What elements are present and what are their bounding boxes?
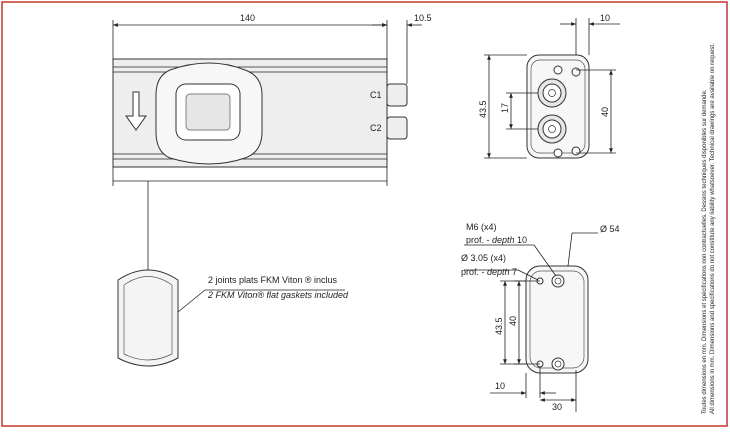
bottom-view: M6 (x4) prof. - depth 10 Ø 3.05 (x4) pro… <box>461 222 620 412</box>
port-c1-label: C1 <box>370 90 382 100</box>
note-circle: Ø 54 <box>600 224 620 234</box>
dim-bottom-40: 40 <box>508 316 518 326</box>
dim-end-height-43-5: 43.5 <box>478 100 488 118</box>
dim-length-140: 140 <box>240 13 255 23</box>
gasket-view: 2 joints plats FKM Viton ® inclus 2 FKM … <box>117 269 349 367</box>
fitting-c1 <box>386 83 408 107</box>
port-c2-label: C2 <box>370 123 382 133</box>
dim-bottom-offset-10: 10 <box>495 381 505 391</box>
dim-bottom-width-30: 30 <box>552 402 562 412</box>
dim-bottom-43-5: 43.5 <box>494 317 504 335</box>
note-thread-depth: prof. - depth 10 <box>466 235 527 245</box>
main-body-view: C1 C2 140 10.5 <box>112 13 432 272</box>
end-view: 10 43.5 17 40 <box>478 13 620 159</box>
side-note-en: All dimensions in mm. Dimensions and spe… <box>710 43 716 414</box>
gasket-note-en: 2 FKM Viton® flat gaskets included <box>207 290 349 300</box>
dim-end-width-40: 40 <box>600 107 610 117</box>
dim-end-offset-10: 10 <box>600 13 610 23</box>
note-hole: Ø 3.05 (x4) <box>461 253 506 263</box>
bottom-plate <box>525 265 589 374</box>
thread-hole <box>551 274 565 288</box>
gasket <box>117 269 179 367</box>
flow-arrow-icon <box>125 91 147 131</box>
side-note-fr: Toutes dimensions en mm. Dimensions et s… <box>702 89 708 414</box>
note-thread: M6 (x4) <box>466 222 497 232</box>
note-hole-depth: prof. - depth 7 <box>461 267 517 277</box>
border-frame <box>1 1 728 427</box>
dim-fitting-10-5: 10.5 <box>414 13 432 23</box>
gasket-note-fr: 2 joints plats FKM Viton ® inclus <box>208 275 338 285</box>
dim-end-17: 17 <box>500 103 510 113</box>
fitting-c2 <box>386 116 408 140</box>
